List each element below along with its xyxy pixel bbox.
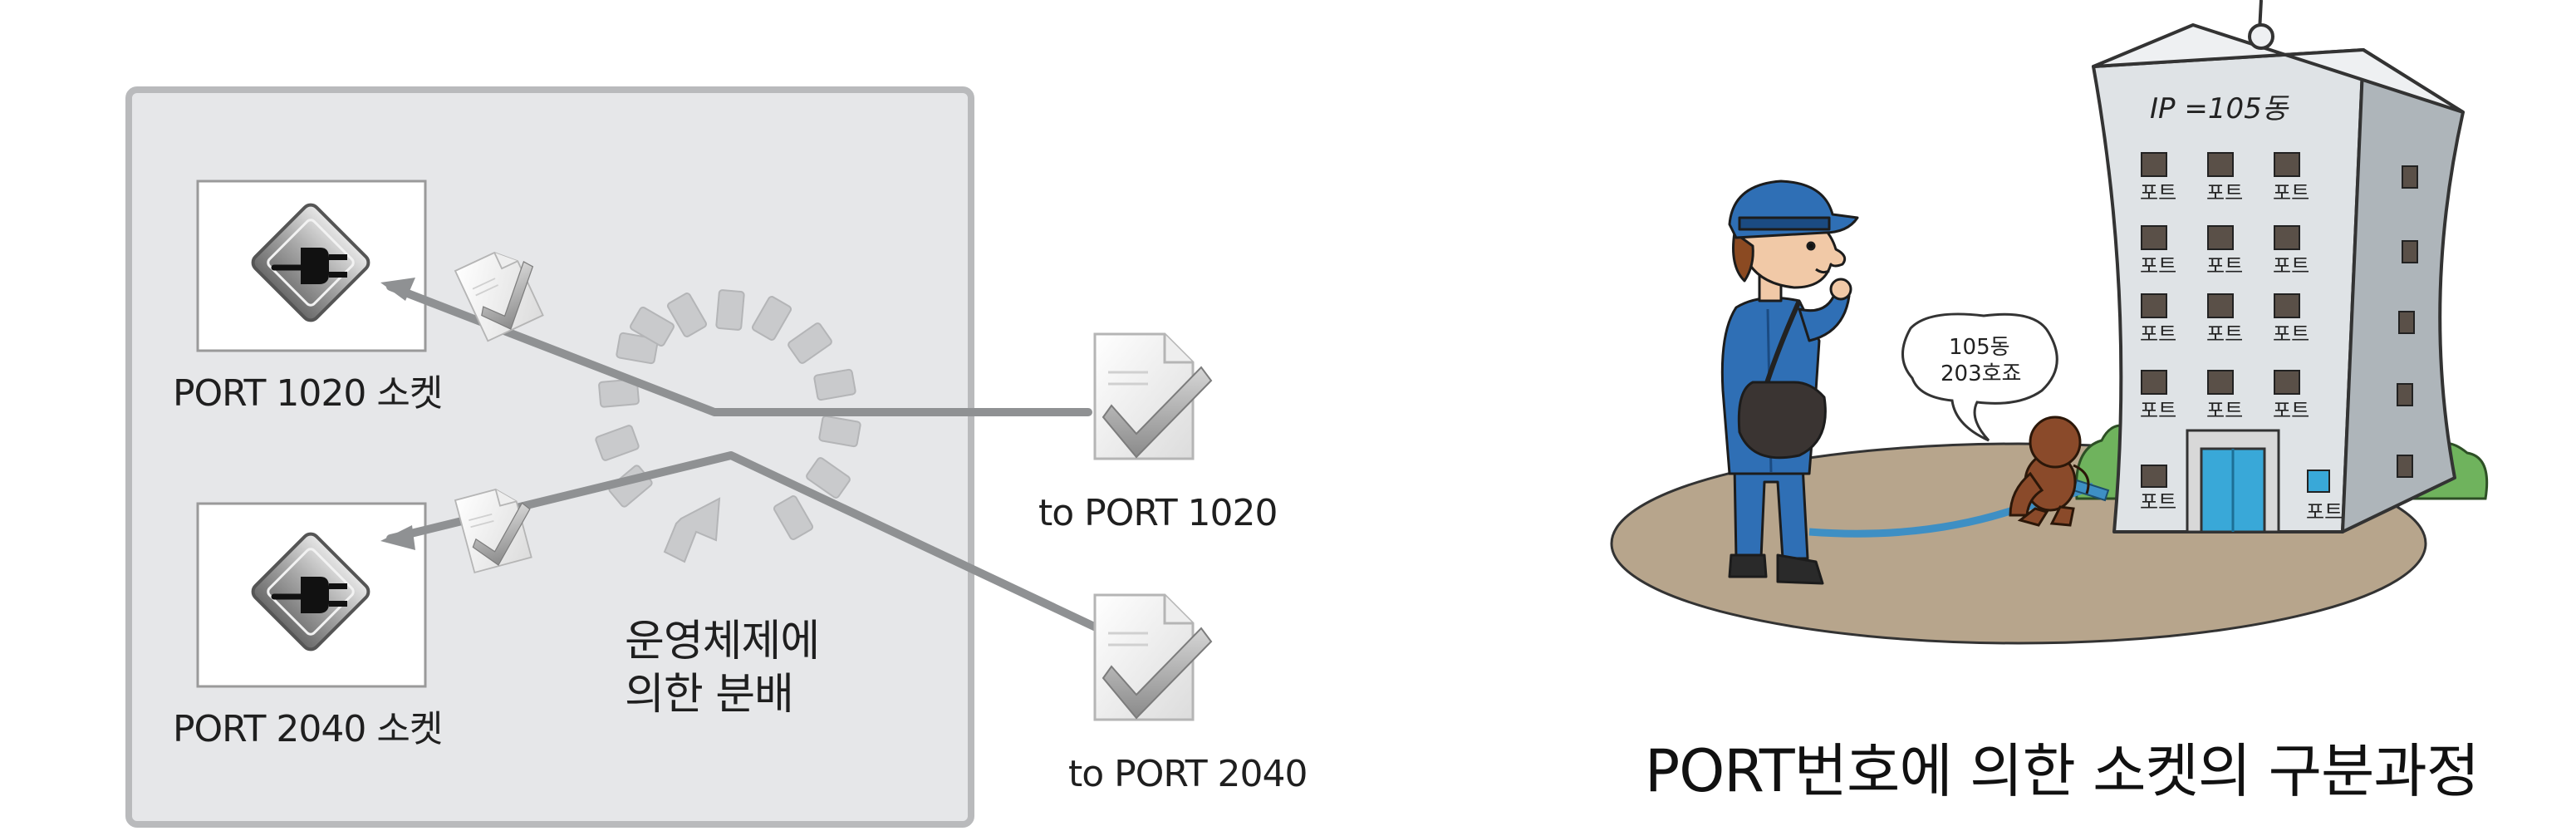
window-port-label: 포트 xyxy=(2206,399,2243,422)
building-window xyxy=(2141,293,2167,318)
speech-bubble-line-2: 203호죠 xyxy=(1941,361,2021,386)
window-port-label: 포트 xyxy=(2273,322,2309,346)
highlighted-window xyxy=(2307,470,2330,493)
packet-label-1020: to PORT 1020 xyxy=(1038,492,1278,534)
window-port-label: 포트 xyxy=(2206,254,2243,278)
building-window xyxy=(2141,225,2167,250)
building-window xyxy=(2207,152,2234,177)
building-window xyxy=(2141,370,2167,395)
building-window xyxy=(2274,225,2300,250)
building-window xyxy=(2274,293,2300,318)
cycle-arrow-icon xyxy=(595,289,861,563)
window-port-label: 포트 xyxy=(2140,490,2176,514)
speech-bubble xyxy=(1901,312,2058,442)
window-port-label: 포트 xyxy=(2140,254,2176,278)
window-port-label: 포트 xyxy=(2206,181,2243,204)
arrowhead xyxy=(380,278,415,301)
building-window xyxy=(2141,152,2167,177)
building-window xyxy=(2274,152,2300,177)
speech-bubble-line-1: 105동 xyxy=(1949,335,2010,360)
figure-caption: PORT번호에 의한 소켓의 구분과정 xyxy=(1645,737,2480,805)
window-port-label: 포트 xyxy=(2273,254,2309,278)
building-window xyxy=(2207,370,2234,395)
side-windows xyxy=(2397,165,2418,478)
packet-label-2040: to PORT 2040 xyxy=(1068,753,1308,795)
building-window xyxy=(2274,370,2300,395)
dog xyxy=(2009,416,2090,527)
arrowhead xyxy=(380,525,415,550)
building-sign: IP =105동 xyxy=(2150,92,2289,125)
window-port-label: 포트 xyxy=(2206,322,2243,346)
window-port-label: 포트 xyxy=(2140,322,2176,346)
socket-label-2040: PORT 2040 소켓 xyxy=(173,708,443,750)
window-port-label: 포트 xyxy=(2273,399,2309,422)
building-door xyxy=(2186,429,2280,534)
building-window xyxy=(2141,465,2167,488)
windows xyxy=(2141,152,2300,488)
mailman xyxy=(1720,179,1859,585)
socket-label-1020: PORT 1020 소켓 xyxy=(173,372,443,415)
window-port-label: 포트 xyxy=(2140,181,2176,204)
window-port-label: 포트 xyxy=(2273,181,2309,204)
building-window xyxy=(2207,293,2234,318)
window-port-label: 포트 xyxy=(2306,500,2343,524)
window-port-label: 포트 xyxy=(2140,399,2176,422)
building-window xyxy=(2207,225,2234,250)
